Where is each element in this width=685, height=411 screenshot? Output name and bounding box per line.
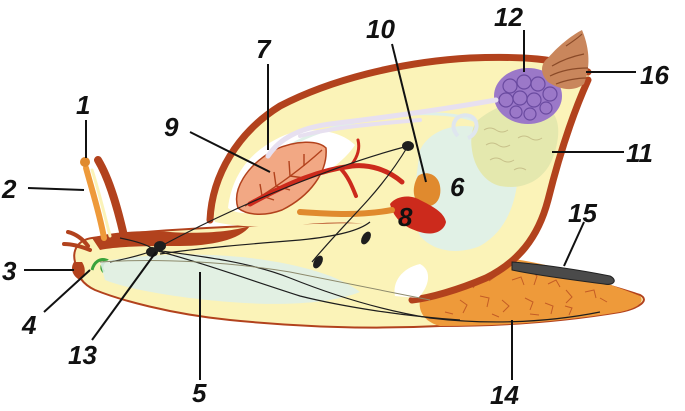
body-inner-line	[99, 259, 431, 301]
white-tube-1	[265, 97, 499, 159]
label-15: 15	[568, 198, 597, 228]
lower-tentacle-2	[62, 242, 92, 252]
upper-tentacle-right	[94, 156, 128, 240]
gonad-lobes	[498, 74, 558, 121]
pulmonary-vessel	[247, 163, 405, 207]
eye-tip	[80, 157, 90, 167]
upper-tentacle-inner	[90, 168, 112, 238]
label-4: 4	[21, 310, 37, 340]
label-5: 5	[192, 378, 207, 408]
label-8: 8	[398, 202, 413, 232]
label-9: 9	[164, 112, 179, 142]
apex-whorls	[549, 33, 589, 85]
organ-8-duct	[297, 207, 395, 217]
label-11: 11	[626, 138, 653, 168]
mouth-red	[72, 262, 85, 280]
foot-cavity-blue	[100, 254, 360, 304]
excretory-duct	[511, 261, 615, 285]
callout-labels: 1 2 3 4 5 6 7 8 9 10 11 12 13 14 15 16	[1, 2, 669, 410]
lower-tentacle	[66, 230, 90, 248]
label-1: 1	[76, 90, 90, 120]
upper-tentacle-left	[83, 165, 107, 241]
label-6: 6	[450, 172, 465, 202]
label-10: 10	[366, 14, 395, 44]
mantle-gap	[394, 264, 429, 298]
white-tube-spiral	[451, 113, 479, 140]
head-rim	[92, 226, 250, 250]
leader-lines	[24, 30, 636, 380]
label-12: 12	[494, 2, 523, 32]
organ-8-red	[390, 196, 446, 234]
vessel-branch	[338, 166, 358, 198]
label-16: 16	[640, 60, 669, 90]
shell-rim	[206, 53, 592, 224]
ganglia	[146, 141, 414, 269]
shell-rim-lower	[408, 76, 592, 304]
label-13: 13	[68, 340, 97, 370]
label-7: 7	[256, 34, 272, 64]
white-tube-2	[298, 118, 422, 138]
organ-8-orange	[413, 173, 441, 207]
label-2: 2	[1, 174, 17, 204]
nerve-cords	[109, 145, 601, 323]
label-3: 3	[2, 256, 17, 286]
label-14: 14	[490, 380, 519, 410]
